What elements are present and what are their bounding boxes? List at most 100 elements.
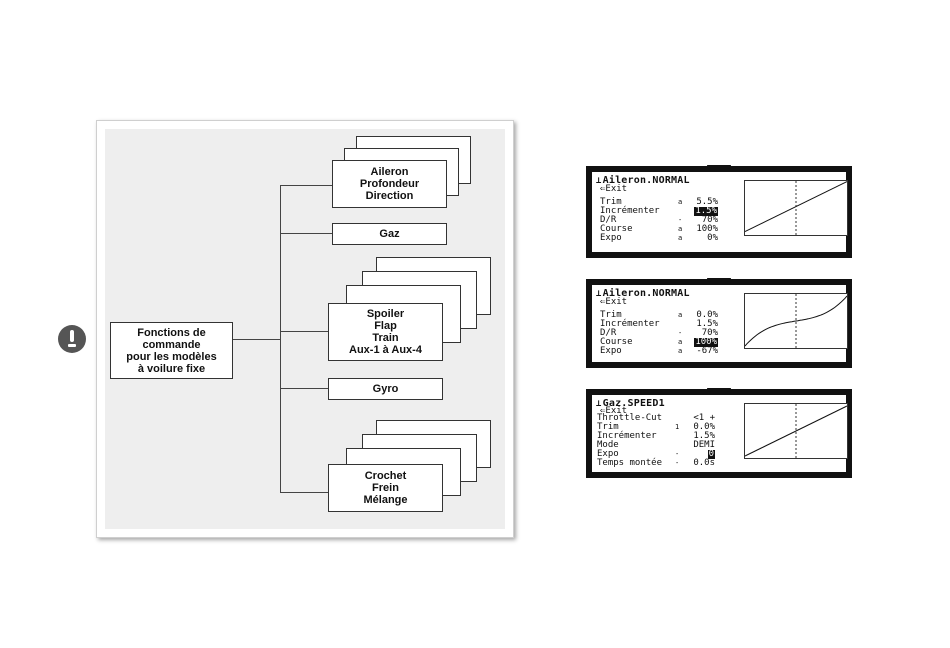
diagram-panel: Fonctions de commande pour les modèles à…: [96, 120, 514, 538]
diagram-background: Fonctions de commande pour les modèles à…: [105, 129, 505, 529]
row-value: 0: [707, 449, 715, 459]
return-arrow-icon: ⇐: [600, 297, 606, 307]
setting-row[interactable]: Trim 1 0.0%: [597, 423, 715, 432]
row-label: Expo: [597, 449, 619, 459]
setting-row[interactable]: D/R-70%: [600, 216, 718, 225]
connector-gaz: [280, 233, 332, 234]
exit-link[interactable]: ⇐Exit: [600, 184, 627, 194]
row-indicator: a: [678, 338, 683, 346]
connector-gyro: [280, 388, 328, 389]
root-box: Fonctions de commande pour les modèles à…: [110, 322, 233, 379]
row-label: D/R: [600, 328, 617, 338]
row-indicator: -: [678, 329, 683, 337]
row-value: 0.0s: [693, 458, 715, 468]
response-curve: [744, 181, 848, 233]
row-value: 100%: [696, 224, 718, 234]
setting-row[interactable]: Incrémenter 1.5%: [600, 207, 718, 216]
row-value: 0.0%: [693, 422, 715, 432]
group-box-aileron: Aileron Profondeur Direction: [332, 160, 447, 208]
group-line: Direction: [365, 190, 414, 202]
row-label: Mode: [597, 440, 619, 450]
group-line: Gaz: [379, 228, 400, 240]
row-label: Incrémenter: [600, 206, 660, 216]
group-line: Spoiler: [366, 308, 405, 320]
row-indicator: a: [678, 311, 683, 319]
setting-row[interactable]: Mode DEMI: [597, 441, 715, 450]
setting-row[interactable]: Throttle-Cut<1 +: [597, 414, 715, 423]
row-value: <1 +: [693, 413, 715, 423]
group-line: Train: [372, 332, 399, 344]
row-value: 100%: [694, 337, 718, 347]
group-line: Crochet: [364, 470, 407, 482]
root-line: commande: [142, 338, 201, 351]
exit-label: Exit: [605, 406, 628, 416]
pin-icon: ⊥: [596, 289, 602, 299]
screen-notch: [707, 278, 731, 282]
screen-title-text: Aileron.NORMAL: [602, 175, 690, 186]
setting-row[interactable]: Course a 100%: [600, 225, 718, 234]
setting-row[interactable]: Expo - 0: [597, 450, 715, 459]
screen-title: ⊥Gaz.SPEED1: [596, 398, 665, 409]
group-box-crochet: Crochet Frein Mélange: [328, 464, 443, 512]
row-label: Trim: [600, 197, 622, 207]
connector-trunk: [280, 185, 281, 493]
row-label: Course: [600, 224, 633, 234]
row-indicator: a: [678, 234, 683, 242]
group-box-gyro: Gyro: [328, 378, 443, 400]
screen-notch: [707, 165, 731, 169]
row-label: Incrémenter: [597, 431, 657, 441]
setting-row[interactable]: D/R-70%: [600, 329, 718, 338]
row-value: 0.0%: [696, 310, 718, 320]
return-arrow-icon: ⇐: [600, 184, 606, 194]
curve-graph: [744, 180, 848, 236]
row-value: -67%: [696, 346, 718, 356]
screen-title-text: Gaz.SPEED1: [602, 398, 665, 409]
root-line: Fonctions de: [137, 326, 206, 339]
row-value: 0%: [707, 233, 718, 243]
exit-link[interactable]: ⇐Exit: [600, 406, 627, 416]
row-indicator: a: [678, 225, 683, 233]
connector-aileron: [280, 185, 332, 186]
row-value: 1.5%: [693, 431, 715, 441]
group-line: Flap: [374, 320, 397, 332]
row-indicator: -: [675, 450, 680, 458]
group-line: Aileron: [370, 166, 409, 178]
exclamation-icon: [58, 325, 86, 353]
row-label: Incrémenter: [600, 319, 660, 329]
exit-link[interactable]: ⇐Exit: [600, 297, 627, 307]
group-line: Gyro: [372, 383, 399, 395]
group-box-spoiler: Spoiler Flap Train Aux-1 à Aux-4: [328, 303, 443, 361]
row-label: Trim: [597, 422, 619, 432]
row-value: DEMI: [693, 440, 715, 450]
return-arrow-icon: ⇐: [600, 406, 606, 416]
setting-row[interactable]: Temps montée-0.0s: [597, 459, 715, 468]
row-label: D/R: [600, 215, 617, 225]
root-line: à voilure fixe: [137, 362, 206, 375]
connector-spoiler: [280, 331, 328, 332]
pin-icon: ⊥: [596, 176, 602, 186]
lcd-screen-gaz: ⊥Gaz.SPEED1 ⇐Exit Throttle-Cut<1 + Trim 1…: [586, 388, 852, 478]
row-indicator: a: [678, 347, 683, 355]
root-line: pour les modèles: [126, 350, 217, 363]
lcd-display: ⊥Gaz.SPEED1 ⇐Exit Throttle-Cut<1 + Trim 1…: [592, 395, 848, 472]
curve-graph: [744, 293, 848, 349]
response-curve: [744, 295, 848, 347]
row-indicator: 1: [675, 423, 680, 431]
row-indicator: -: [678, 216, 683, 224]
connector-root: [233, 339, 281, 340]
response-curve: [744, 405, 848, 457]
row-value: 1.5%: [694, 206, 718, 216]
setting-row[interactable]: Incrémenter 1.5%: [597, 432, 715, 441]
row-value: 5.5%: [696, 197, 718, 207]
curve-graph: [744, 403, 848, 459]
